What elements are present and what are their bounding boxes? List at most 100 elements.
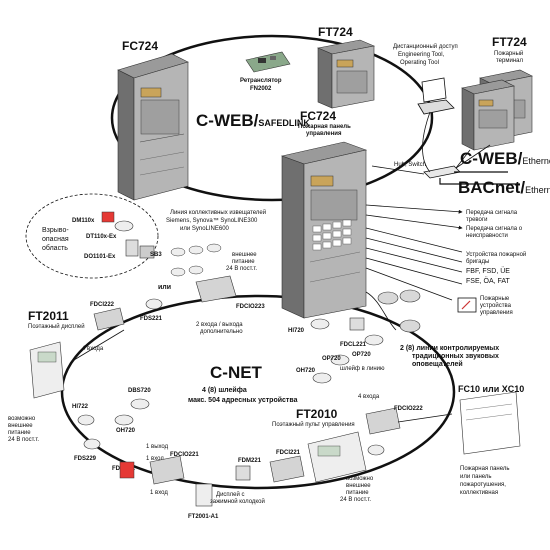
ft724-right-label: FT724 (492, 35, 527, 49)
fdci221-module (269, 455, 305, 483)
cnet-line2: макс. 504 адресных устройства (188, 396, 298, 404)
ex-detector-icon (114, 220, 134, 232)
ft2011-power: возможно внешнее питание 24 В пост.т. (8, 416, 39, 443)
oh720-b-icon (114, 414, 134, 426)
in1-label-a: 1 вход (146, 456, 164, 462)
fdm221-icon (235, 465, 251, 481)
dt110x-label: DT110x-Ex (86, 234, 117, 240)
fdcl221-label: FDCL221 (340, 342, 367, 348)
loop-sounder-icon (367, 444, 385, 456)
repeater-module (245, 51, 291, 73)
output-fault: Передача сигнала о неисправности (466, 226, 524, 239)
fdm22x-icon (119, 461, 135, 479)
fdcio221-module (149, 455, 185, 485)
fdcio221-label: FDCIO221 (170, 452, 199, 458)
cnet-loop (60, 294, 456, 490)
op720-icon (364, 334, 384, 346)
hazard-area-label: Взрыво- опасная область (42, 227, 71, 252)
fdcio223-module (195, 275, 237, 303)
ft724-right-sublabel: Пожарный терминал (494, 50, 525, 64)
hi720-label: HI720 (288, 328, 305, 334)
out1-label: 1 выход (146, 444, 169, 450)
do1101-label: DO1101-Ex (84, 254, 116, 260)
extra-io-label: 2 входа / выхода дополнительно (196, 322, 244, 335)
fdci221-label: FDCI221 (276, 450, 301, 456)
fc724-left-label: FC724 (122, 39, 158, 53)
bacnet-label: BACnet/Ethernet (458, 178, 550, 197)
op720-detector-icon (330, 354, 350, 366)
fc10-title: FC10 или XC10 (458, 384, 524, 394)
safedlink-ring (110, 34, 434, 202)
cweb-safedlink-label: C-WEB/SAFEDLINK (196, 111, 310, 130)
hub-label: Hub, Switch (394, 162, 426, 168)
fc724-center-sublabel: Пожарная панель управления (298, 124, 352, 137)
collective-line-label: Линия коллективных извещателей Siemens, … (166, 209, 268, 232)
ft2010-panel (307, 431, 367, 483)
manual-call-point-icon (101, 211, 115, 223)
fdcio223-label: FDCIO223 (236, 304, 265, 310)
ft2011-subtitle: Поэтажный дисплей (28, 323, 85, 330)
ex-module-icon (125, 239, 139, 257)
cnet-line1: 4 (8) шлейфа (202, 386, 247, 394)
ft2011-display (29, 341, 65, 399)
fdcio222-label: FDCIO222 (394, 406, 423, 412)
fc724-center-label: FC724 (300, 109, 336, 123)
laptop-icon (417, 77, 455, 115)
ft2001-icon (195, 483, 213, 507)
output-codes: FBF, FSD, ÜE FSE, ÖA, FAT (466, 267, 512, 285)
output-fire-devices: Пожарные устройства управления (480, 296, 513, 316)
fdci222-label: FDCI222 (90, 302, 115, 308)
op720-label-right: OP720 (352, 352, 371, 358)
in1-label-b: 1 вход (150, 490, 168, 496)
fds229-label: FDS229 (74, 456, 97, 462)
hi720-icon (310, 318, 330, 330)
sb3-label: SB3 (150, 252, 162, 258)
inputs4-right-label: 4 входа (358, 394, 380, 400)
sounder-icons (377, 289, 421, 333)
sb3-icon (139, 245, 155, 259)
fds221-icon (145, 298, 163, 310)
fc724-left-cabinet (117, 53, 189, 201)
ft2011-title: FT2011 (28, 309, 69, 323)
cnet-title: C-NET (210, 363, 263, 382)
sounder-lines-label: 2 (8) линии контролируемых традиционных … (400, 345, 501, 368)
ft2010-title: FT2010 (296, 407, 338, 421)
oh720-icon (312, 372, 332, 384)
ft724-right-terminals (461, 69, 533, 151)
ft2010-power: возможно внешнее питание 24 В пост.т. (340, 476, 375, 503)
fdcio222-module (365, 407, 401, 435)
dbs720-label: DBS720 (128, 388, 151, 394)
dbs720-icon (130, 398, 150, 410)
fds229-icon (83, 438, 101, 450)
hi722-label: HI722 (72, 404, 89, 410)
fc10-panel (459, 391, 521, 455)
cweb-ethernet-label: C-WEB/Ethernet (460, 149, 550, 168)
fdm221-label: FDM221 (238, 458, 262, 464)
output-alarm: Передача сигнала тревоги (466, 210, 519, 223)
fds221-label: FDS221 (140, 316, 163, 322)
remote-access-label: Дистанционный доступ Engineering Tool, O… (393, 43, 459, 66)
op720-label: OP720 (322, 356, 341, 362)
dm110x-label: DM110x (72, 218, 95, 224)
ft724-top-label: FT724 (318, 25, 353, 39)
output-brigade: Устройства пожарной бригады (466, 251, 528, 265)
collective-detectors (170, 243, 222, 277)
hi722-icon (77, 414, 95, 426)
ft2010-subtitle: Поэтажный пульт управления (272, 421, 355, 428)
fc10-desc: Пожарная панель или панель пожаротушения… (460, 466, 511, 496)
oh720-label-a: OH720 (296, 368, 316, 374)
fc724-center-cabinet (280, 141, 368, 319)
ft724-top-cabinet (316, 39, 376, 109)
output-lines (365, 204, 463, 301)
oh720-label-b: OH720 (116, 428, 136, 434)
fire-device-icon (457, 297, 477, 313)
display-label: Дисплей с зажимной колодкой (210, 491, 265, 505)
in-line-label: шлейф в линию (340, 365, 385, 372)
repeater-label: Ретранслятор FN2002 (240, 78, 283, 92)
hazard-area (25, 193, 159, 279)
ft2011-inputs: 4 входа (82, 346, 104, 352)
fdcl221-icon (349, 317, 365, 331)
or-label: или (158, 284, 171, 291)
fdci222-module (93, 307, 125, 331)
